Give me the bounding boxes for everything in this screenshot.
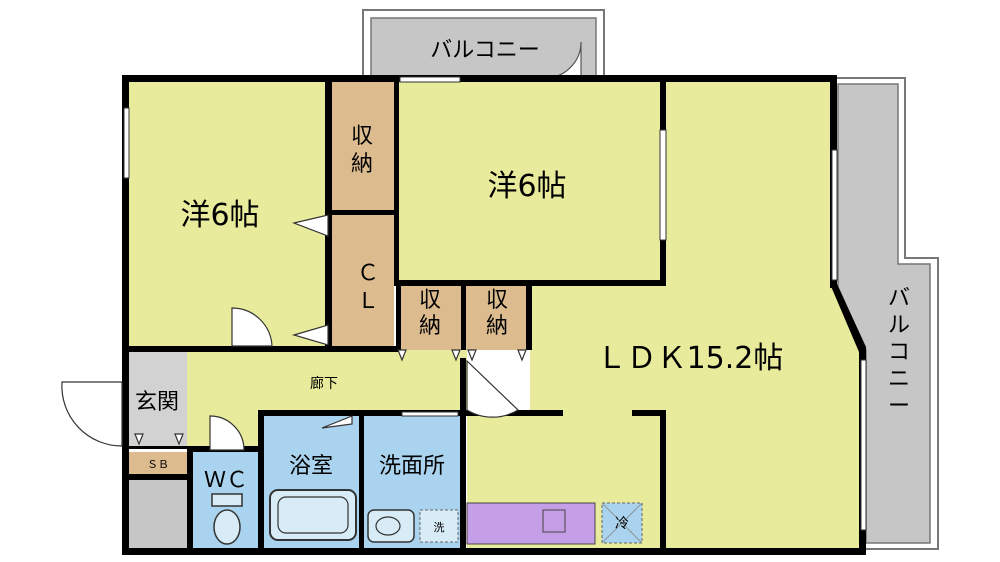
right-balcony-label-3: コ bbox=[888, 340, 910, 365]
western-room-2-label: 洋6帖 bbox=[487, 169, 566, 204]
toilet-label: ＷＣ bbox=[204, 468, 248, 493]
sink bbox=[367, 509, 415, 543]
ldk-floor bbox=[467, 80, 862, 549]
bathtub bbox=[269, 489, 357, 541]
storage-1-floor bbox=[329, 80, 394, 213]
right-balcony-label-1: バ bbox=[888, 286, 910, 311]
right-balcony-label-4: ニ bbox=[888, 367, 910, 392]
washroom-label: 洗面所 bbox=[379, 454, 445, 479]
bathroom-label: 浴室 bbox=[289, 454, 333, 479]
closet-floor bbox=[329, 213, 394, 350]
western-room-2-floor bbox=[394, 80, 664, 280]
hallway-label: 廊下 bbox=[310, 375, 338, 392]
storage-3-floor bbox=[465, 283, 528, 350]
storage-1-label-bottom: 納 bbox=[351, 152, 373, 177]
right-balcony-label-2: ル bbox=[888, 313, 910, 338]
right-balcony-label-5: ー bbox=[888, 394, 910, 419]
entrance-label: 玄関 bbox=[135, 390, 179, 415]
storage-2-floor bbox=[398, 283, 461, 350]
hallway-floor bbox=[187, 350, 467, 446]
shoe-box-floor bbox=[127, 452, 187, 477]
kitchen-counter bbox=[466, 502, 596, 545]
closet-label-bottom: Ｌ bbox=[357, 289, 379, 314]
storage-1-label-top: 収 bbox=[351, 124, 373, 149]
western-room-1-label: 洋6帖 bbox=[180, 198, 259, 233]
fixtures bbox=[211, 489, 459, 545]
washer-label: 洗 bbox=[434, 521, 445, 534]
room-fills bbox=[127, 80, 862, 549]
top-balcony-label: バルコニー bbox=[430, 38, 540, 63]
ldk-label: ＬＤＫ15.2帖 bbox=[597, 341, 784, 376]
labels: 洋6帖 洋6帖 ＬＤＫ15.2帖 収 納 Ｃ Ｌ 収 納 収 納 廊下 玄関 Ｓ… bbox=[135, 38, 910, 534]
lower-storage-floor bbox=[127, 480, 190, 549]
shoe-box-label: ＳＢ bbox=[147, 458, 169, 471]
western-room-1-floor bbox=[127, 80, 329, 350]
storage-2-label-top: 収 bbox=[419, 288, 441, 313]
closet-label-top: Ｃ bbox=[357, 261, 379, 286]
toilet-bowl bbox=[211, 493, 243, 507]
washer-space bbox=[419, 509, 459, 543]
windows bbox=[123, 76, 867, 531]
storage-3-label-top: 収 bbox=[486, 288, 508, 313]
storage-3-label-bottom: 納 bbox=[486, 314, 508, 339]
doors bbox=[61, 214, 527, 451]
fridge-label: 冷 bbox=[615, 516, 629, 532]
entrance-floor bbox=[127, 350, 187, 446]
storage-2-label-bottom: 納 bbox=[419, 314, 441, 339]
